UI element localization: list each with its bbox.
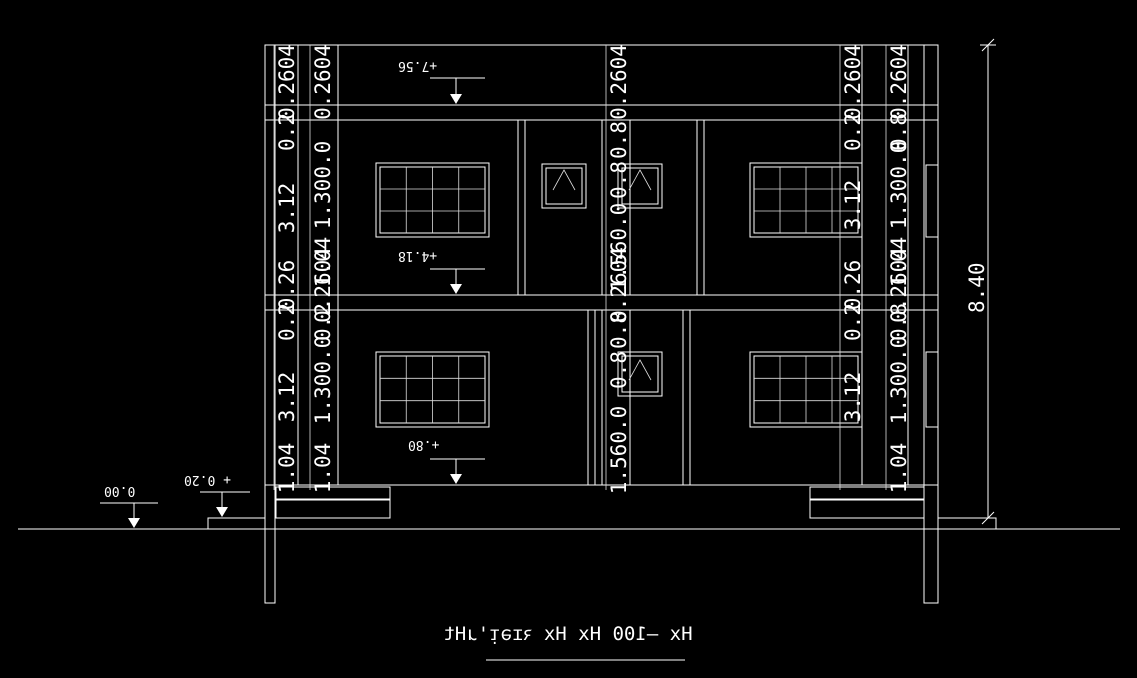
dim-column-center-label: 0.8 (607, 311, 631, 349)
left-outer-wall (264, 44, 276, 604)
dim-column-right-label: 0.2 (841, 303, 865, 341)
dim-column-left-label: 0.2604 (275, 44, 299, 120)
level-label-first: +4.18 (398, 248, 437, 263)
level-label-plinth: + 0.20 (184, 472, 231, 487)
level-label-top: +7.56 (398, 58, 437, 73)
dim-column-right-label: 0.2 (841, 113, 865, 151)
dim-column-right-inner-label: 0.8 (887, 303, 911, 341)
dim-column-center-label: 0.8 (607, 351, 631, 389)
dim-column-center-label: 0.8 (607, 161, 631, 199)
first-floor-slab (264, 294, 939, 311)
partition-upper-right (696, 119, 705, 296)
dim-column-left-inner-label: 0.2604 (311, 247, 335, 323)
window-upper-left (375, 162, 490, 238)
dim-column-right-inner-label: 0.2604 (887, 44, 911, 120)
partition-upper-left (517, 119, 526, 296)
partition-lower-right (682, 309, 691, 486)
dim-column-right-label: 0.26 (841, 260, 865, 311)
dim-column-left-label: 1.04 (275, 443, 299, 494)
dim-column-right-label: 3.12 (841, 180, 865, 231)
level-label-ground: +.80 (408, 437, 439, 452)
window-upper-right (749, 162, 863, 238)
dim-column-center-label: 1.560.0 (607, 406, 631, 495)
vent-lower (617, 351, 663, 397)
level-label-zero: 0.00 (104, 483, 135, 498)
dim-column-right-label: 0.2604 (841, 44, 865, 120)
partition-lower-center (601, 309, 631, 486)
dim-column-left-label: 0.2 (275, 303, 299, 341)
foundation-left (275, 486, 391, 519)
dim-column-left-inner-label: 0.2 (311, 303, 335, 341)
window-lower-left (375, 351, 490, 428)
dim-column-right-inner-label: 1.04 (887, 237, 911, 288)
dim-column-left-inner-label: 1.04 (311, 443, 335, 494)
foundation-right (809, 486, 925, 519)
window-lower-right (749, 351, 863, 428)
dim-column-left-label: 3.12 (275, 372, 299, 423)
dim-column-left-inner-label: 1.300.0 (311, 141, 335, 230)
section-title: Hx —100 Hx Hx ꝛɪǝᴉ'ɹHt (443, 623, 693, 661)
overall-height-label: 8.40 (965, 262, 989, 313)
dim-column-left-inner-label: 1.300.0 (311, 336, 335, 425)
level-marker-plinth: + 0.20 (184, 472, 250, 517)
dim-column-right-label: 3.12 (841, 372, 865, 423)
roof-slab (264, 104, 939, 121)
dim-column-right-inner-label: 1.04 (887, 443, 911, 494)
dim-column-right-inner-label: 1.300.0 (887, 336, 911, 425)
dim-column-center-label: 1.560.0 (607, 203, 631, 292)
plinth-step-left (207, 517, 266, 530)
level-marker-top: +7.56 (398, 58, 485, 104)
dim-column-left-inner-label: 0.2604 (311, 44, 335, 120)
level-marker-first: +4.18 (398, 248, 485, 294)
dim-column-right-inner-label: 1.300.0 (887, 141, 911, 230)
section-title-label: Hx —100 Hx Hx ꝛɪǝᴉ'ɹHt (443, 623, 692, 645)
right-wall-opening-lower (925, 351, 939, 428)
dim-column-left-label: 0.2 (275, 113, 299, 151)
right-wall-opening-upper (925, 164, 939, 238)
dim-column-right-inner-label: 0.8 (887, 113, 911, 151)
dim-column-left-label: 0.26 (275, 260, 299, 311)
dim-column-left-inner-label: 1.04 (311, 237, 335, 288)
vent-upper-right (617, 163, 663, 209)
vent-upper-left (541, 163, 587, 209)
plinth-step-right (937, 517, 997, 530)
level-marker-zero: 0.00 (100, 483, 158, 528)
dim-column-center-label: 0.2604 (607, 247, 631, 323)
partition-lower-left (587, 309, 596, 486)
right-outer-wall (923, 44, 939, 604)
dim-column-right-inner-label: 0.2604 (887, 247, 911, 323)
dim-column-left-label: 3.12 (275, 183, 299, 234)
overall-height-dimension: 8.40 (965, 38, 996, 525)
dim-column-center-label: 0.8 (607, 121, 631, 159)
level-marker-ground: +.80 (408, 437, 485, 484)
dim-column-center-label: 0.2604 (607, 44, 631, 120)
